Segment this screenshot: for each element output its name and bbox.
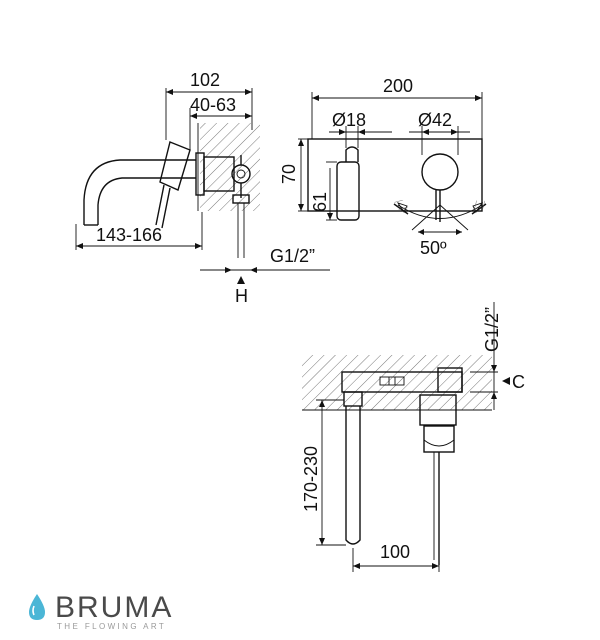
drop-icon [29,594,45,620]
dim-front-h70: 70 [279,164,299,184]
dim-side-reach: 143-166 [96,225,162,245]
brand-tagline: THE FLOWING ART [57,622,166,631]
dim-plan-centers: 100 [380,542,410,562]
dim-plan-spout: 170-230 [301,446,321,512]
dim-front-d18: Ø18 [332,110,366,130]
dim-front-width: 200 [383,76,413,96]
marker-c: C [512,372,525,392]
front-view: 50º 200 Ø18 Ø42 70 61 [279,76,488,258]
dim-side-thread: G1/2” [270,246,315,266]
brand-name: BRUMA [55,591,173,624]
dim-plan-thread: G1/2” [482,307,502,352]
dim-side-total: 102 [190,70,220,90]
dim-front-h61: 61 [310,192,330,212]
marker-h: H [235,286,248,306]
dim-front-d42: Ø42 [418,110,452,130]
side-view: 102 40-63 143-166 G1/2” H [75,70,330,306]
brand-logo: BRUMA THE FLOWING ART [29,591,173,631]
wall-hatch-side [200,123,260,211]
dim-front-angle: 50º [420,238,447,258]
dim-side-body: 40-63 [190,95,236,115]
wall-hatch-plan [302,355,492,410]
plan-view: G1/2” C 170-230 100 [301,302,525,572]
